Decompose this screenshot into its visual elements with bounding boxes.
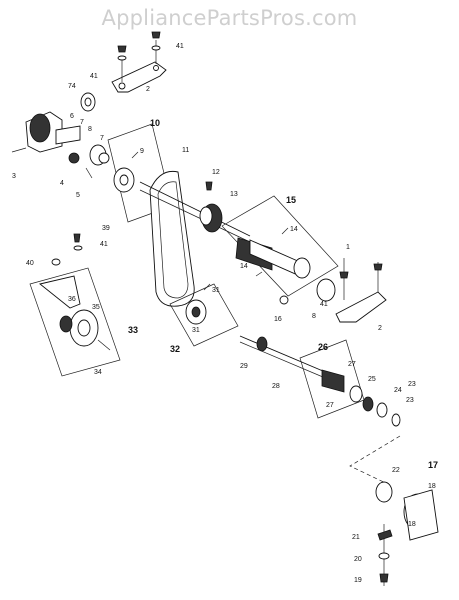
callout-9: 9	[140, 148, 144, 155]
callout-18: 18	[428, 483, 436, 490]
callout-11: 11	[182, 147, 189, 154]
callout-34: 34	[94, 369, 102, 376]
callout-20: 20	[354, 556, 362, 563]
callout-21: 21	[352, 534, 360, 541]
callout-39: 39	[102, 225, 110, 232]
callout-7: 7	[80, 119, 84, 126]
callout-41c: 41	[100, 241, 108, 248]
callout-41b: 41	[90, 73, 98, 80]
callout-32: 32	[170, 344, 180, 354]
callout-27b: 27	[326, 402, 334, 409]
group-box-32	[169, 283, 239, 347]
callout-2: 2	[146, 86, 150, 93]
callout-25: 25	[368, 376, 376, 383]
group-box-15	[221, 195, 339, 297]
callout-31: 31	[212, 287, 220, 294]
watermark: AppliancePartsPros.com	[101, 6, 358, 30]
group-box-26	[299, 339, 401, 427]
callout-40: 40	[26, 260, 34, 267]
callout-6: 6	[70, 113, 74, 120]
callout-15: 15	[286, 195, 296, 205]
callout-33: 33	[128, 325, 138, 335]
callout-3: 3	[12, 173, 16, 180]
group-box-33	[29, 233, 121, 377]
callout-23: 23	[408, 381, 416, 388]
callout-8b: 8	[312, 313, 316, 320]
group-box-10	[107, 123, 173, 223]
top-bracket	[111, 31, 167, 93]
callout-14: 14	[290, 226, 298, 233]
callout-31b: 31	[192, 327, 200, 334]
drive-belt	[149, 170, 195, 307]
callout-35: 35	[92, 304, 100, 311]
callout-7b: 7	[100, 135, 104, 142]
callout-5: 5	[76, 192, 80, 199]
callout-23b: 23	[406, 397, 414, 404]
callout-8: 8	[88, 126, 92, 133]
left-pulley-assembly	[11, 92, 110, 179]
callout-10: 10	[150, 118, 160, 128]
callout-17: 17	[428, 460, 438, 470]
callout-74: 74	[68, 83, 76, 90]
callout-22: 22	[392, 467, 400, 474]
group-assembly-17	[375, 481, 439, 586]
upper-shaft	[139, 181, 251, 243]
callout-4: 4	[60, 180, 64, 187]
callout-28: 28	[272, 383, 280, 390]
callout-29: 29	[240, 363, 248, 370]
callout-24: 24	[394, 387, 402, 394]
callout-12: 12	[212, 169, 220, 176]
callout-41d: 41	[320, 301, 328, 308]
callout-36: 36	[68, 296, 76, 303]
callout-27: 27	[348, 361, 356, 368]
callout-19: 19	[354, 577, 362, 584]
callout-14b: 14	[240, 263, 248, 270]
callout-2b: 2	[378, 325, 382, 332]
lower-shaft	[239, 335, 331, 381]
callout-41: 41	[176, 43, 184, 50]
callout-16: 16	[274, 316, 282, 323]
callout-26: 26	[318, 342, 328, 352]
callout-1: 1	[346, 244, 350, 251]
right-bracket	[279, 258, 387, 323]
callout-18b: 18	[408, 521, 416, 528]
callout-13: 13	[230, 191, 238, 198]
